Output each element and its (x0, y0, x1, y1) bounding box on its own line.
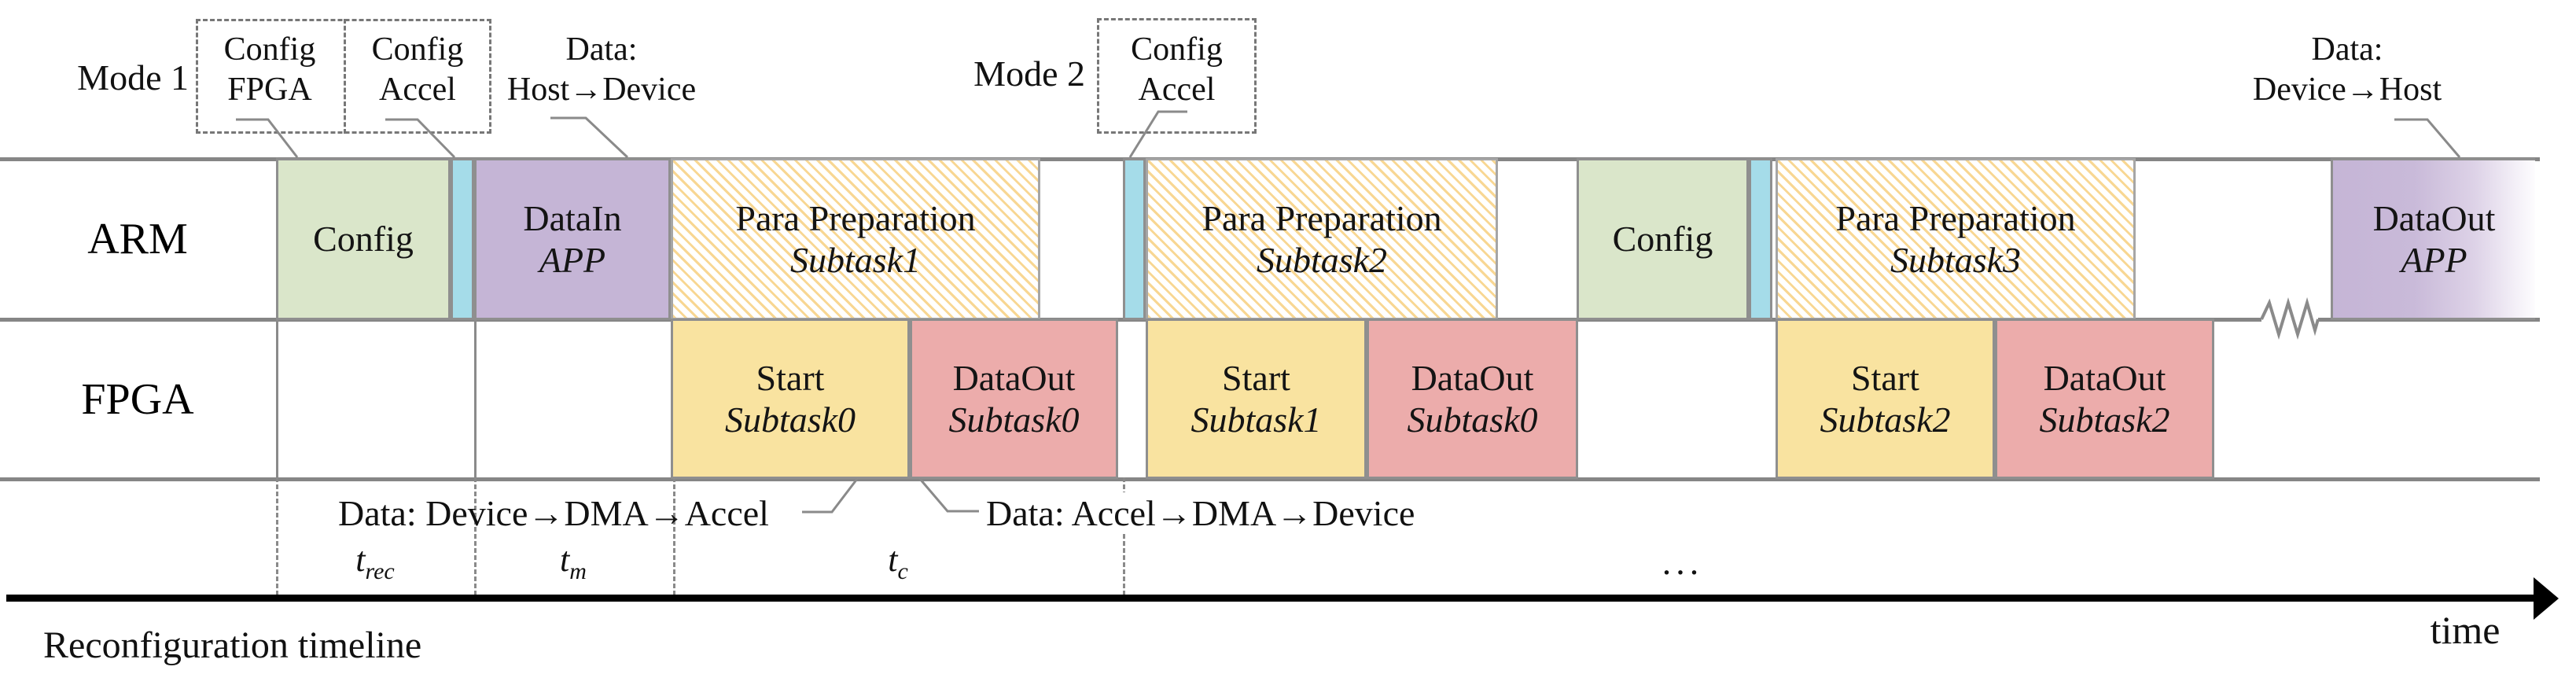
block-config-accel-strip-1 (451, 158, 474, 320)
config-accel-line2: Accel (379, 72, 456, 109)
block-para-prep-subtask3: Para Preparation Subtask3 (1776, 158, 2136, 320)
block-dataout0b-line2: Subtask0 (1407, 400, 1538, 440)
block-dataout-subtask0-b: DataOut Subtask0 (1367, 319, 1578, 479)
config-accel2-line2: Accel (1138, 72, 1216, 109)
block-prep1-line1: Para Preparation (735, 197, 976, 238)
data-host-device-annotation: Data: Host→Device (495, 30, 708, 110)
t-c-sub: c (897, 558, 908, 584)
data-device-host-annotation: Data: Device→Host (2225, 30, 2469, 110)
block-start1-line1: Start (1222, 357, 1290, 398)
block-prep1-line2: Subtask1 (789, 240, 922, 280)
block-datain-line1: DataIn (523, 197, 622, 238)
block-prep2-line2: Subtask2 (1256, 240, 1388, 280)
leader-device-dma-accel (802, 478, 859, 514)
datain-start-line (474, 318, 477, 477)
block-dataout-app-line1: DataOut (2372, 197, 2496, 238)
block-start0-line2: Subtask0 (724, 400, 856, 440)
t-m-sub: m (569, 558, 587, 584)
lane-label-fpga: FPGA (81, 375, 194, 424)
block-para-prep-subtask1: Para Preparation Subtask1 (671, 158, 1040, 320)
config-accel-annotation: Config Accel (347, 30, 488, 110)
reconfiguration-timeline-label: Reconfiguration timeline (43, 624, 422, 666)
block-prep2-line1: Para Preparation (1202, 197, 1442, 238)
block-dataout-app-line2: APP (2401, 240, 2467, 280)
config-accel-line1: Config (371, 31, 464, 68)
timeline-break-zigzag-icon (2260, 296, 2320, 340)
tick-tm-start (474, 477, 477, 595)
mode1-box-divider (344, 19, 346, 134)
data-device-host-line1: Data: (2311, 31, 2383, 68)
time-axis-label: time (2430, 608, 2501, 652)
data-accel-dma-device-label: Data: Accel→DMA→Device (981, 492, 1420, 534)
t-rec-sub: rec (365, 558, 395, 584)
config-accel2-line1: Config (1131, 31, 1223, 68)
tick-trec-start (276, 477, 278, 595)
block-dataout0b-line1: DataOut (1411, 357, 1534, 398)
t-m-base: t (560, 540, 570, 579)
block-start-subtask0: Start Subtask0 (671, 319, 910, 479)
config-fpga-annotation: Config FPGA (199, 30, 340, 110)
block-config-2: Config (1577, 158, 1749, 320)
block-start2-line2: Subtask2 (1820, 400, 1951, 440)
leader-data-host-device (550, 116, 629, 159)
t-m-label: tm (518, 540, 628, 585)
block-dataout0a-line2: Subtask0 (948, 400, 1080, 440)
t-c-base: t (888, 540, 898, 579)
config-fpga-line2: FPGA (227, 72, 312, 109)
block-dataout-app: DataOut APP (2331, 158, 2535, 320)
block-dataout2-line2: Subtask2 (2039, 400, 2170, 440)
config-accel2-annotation: Config Accel (1101, 30, 1253, 110)
block-start1-line2: Subtask1 (1190, 400, 1322, 440)
block-para-prep-subtask2: Para Preparation Subtask2 (1146, 158, 1498, 320)
block-start0-line1: Start (756, 357, 825, 398)
mode1-label: Mode 1 (77, 57, 189, 98)
leader-data-device-host (2394, 118, 2461, 158)
data-host-device-line1: Data: (565, 31, 638, 68)
data-host-device-line2: Host→Device (506, 72, 697, 109)
config-fpga-line1: Config (223, 31, 316, 68)
block-start2-line1: Start (1851, 357, 1919, 398)
block-prep3-line2: Subtask3 (1890, 240, 2022, 280)
block-config-1: Config (276, 158, 451, 320)
block-config-accel-strip-3 (1749, 158, 1772, 320)
t-rec-base: t (355, 540, 366, 579)
block-config-1-label: Config (313, 219, 414, 260)
block-datain-line2: APP (539, 240, 606, 280)
time-axis-arrowhead-icon (2534, 577, 2559, 620)
block-datain-app: DataIn APP (474, 158, 671, 320)
time-axis-line (6, 595, 2537, 602)
mode2-label: Mode 2 (973, 53, 1085, 94)
tick-tc-start (673, 477, 675, 595)
block-config-accel-strip-2 (1123, 158, 1146, 320)
block-start-subtask2: Start Subtask2 (1776, 319, 1995, 479)
t-rec-label: trec (320, 540, 430, 585)
block-dataout-subtask2: DataOut Subtask2 (1995, 319, 2214, 479)
block-config-2-label: Config (1612, 219, 1713, 260)
ellipsis-label: ... (1662, 542, 1704, 582)
block-start-subtask1: Start Subtask1 (1146, 319, 1367, 479)
block-dataout0a-line1: DataOut (952, 357, 1076, 398)
block-dataout2-line1: DataOut (2043, 357, 2166, 398)
tick-mode2-start (1123, 477, 1125, 595)
leader-accel-dma-device (918, 478, 979, 513)
data-device-host-line2: Device→Host (2252, 72, 2442, 109)
lane-label-arm: ARM (87, 215, 188, 263)
block-prep3-line1: Para Preparation (1835, 197, 2076, 238)
block-dataout-subtask0-a: DataOut Subtask0 (910, 319, 1118, 479)
data-device-dma-accel-label: Data: Device→DMA→Accel (338, 493, 769, 533)
t-c-label: tc (843, 540, 953, 585)
fpga-row-bottom-line (0, 477, 2540, 481)
